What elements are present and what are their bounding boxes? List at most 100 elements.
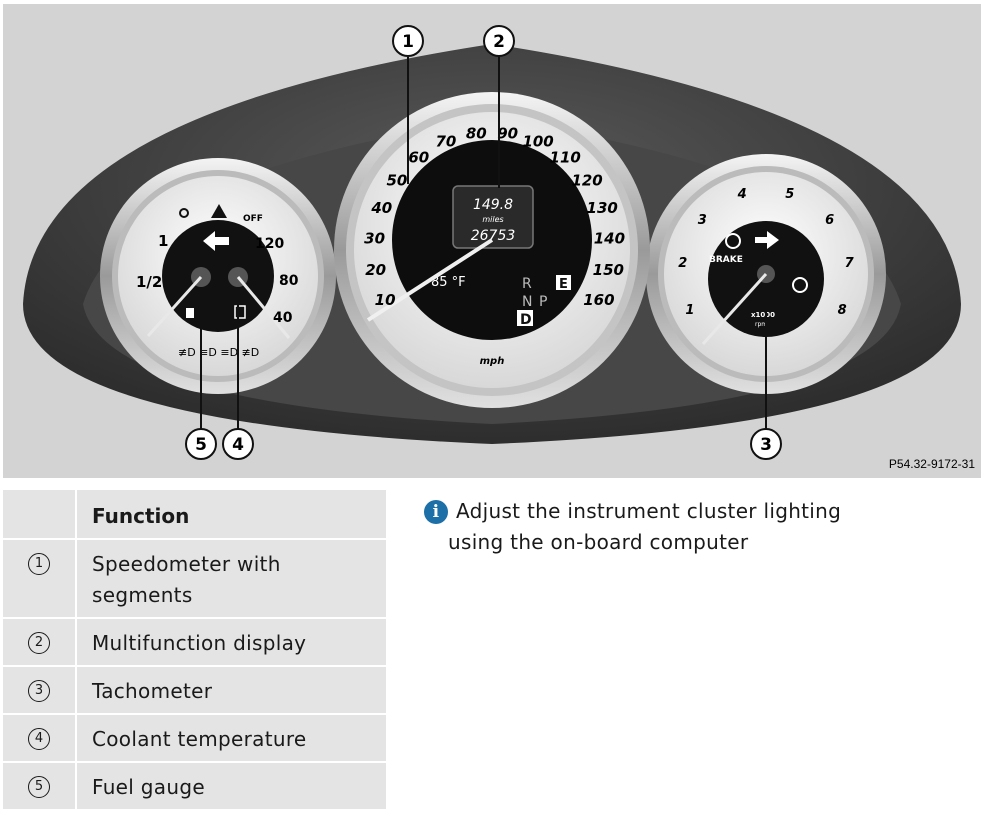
trip-value: 149.8 bbox=[473, 197, 513, 213]
esp-off-label: OFF bbox=[243, 214, 263, 224]
row-text: Tachometer bbox=[92, 679, 213, 703]
fuel-needle bbox=[146, 275, 203, 338]
speed-label-90: 90 bbox=[497, 124, 518, 142]
temp-mark-40: 40 bbox=[273, 310, 293, 326]
row-text: Coolant temperature bbox=[92, 727, 307, 751]
eco-indicator: E bbox=[559, 277, 568, 292]
callout-markers: 1 2 5 4 3 bbox=[185, 25, 782, 460]
fuel-pump-icon bbox=[186, 308, 194, 318]
speed-label-60: 60 bbox=[408, 149, 429, 167]
rpm-label-1: 1 bbox=[685, 303, 694, 318]
row-number: 4 bbox=[28, 728, 50, 750]
rpm-label-6: 6 bbox=[825, 213, 834, 228]
instrument-cluster-illustration: 1 1/2 120 80 40 OFF ≢D ≡D ≡D ≢D BRAKE bbox=[3, 4, 981, 478]
temp-mark-80: 80 bbox=[279, 273, 299, 289]
table-row: 5 Fuel gauge bbox=[3, 762, 386, 811]
fuel-mark-full: 1 bbox=[158, 232, 168, 250]
abs-icon bbox=[792, 277, 808, 293]
callout-label: 3 bbox=[760, 435, 772, 455]
figure-code: P54.32-9172-31 bbox=[889, 457, 975, 471]
callout-circle bbox=[750, 428, 782, 460]
callout-circle bbox=[185, 428, 217, 460]
callout-circle bbox=[483, 25, 515, 57]
row-number: 3 bbox=[28, 680, 50, 702]
coolant-icon bbox=[234, 305, 246, 319]
function-table-header: Function bbox=[3, 490, 386, 540]
gear-p: P bbox=[539, 294, 547, 310]
note-line-2: using the on-board computer bbox=[448, 530, 749, 554]
rpm-label-7: 7 bbox=[845, 256, 855, 271]
speed-label-130: 130 bbox=[587, 199, 618, 217]
rpm-label-2: 2 bbox=[678, 256, 687, 271]
speed-unit: mph bbox=[480, 356, 505, 367]
fuel-mark-half: 1/2 bbox=[136, 273, 162, 291]
speed-label-10: 10 bbox=[375, 291, 396, 309]
brake-warning-label: BRAKE bbox=[709, 255, 743, 265]
speed-label-50: 50 bbox=[386, 171, 407, 189]
info-icon: i bbox=[424, 500, 448, 524]
speedometer-needle bbox=[366, 238, 494, 322]
tachometer-needle bbox=[701, 272, 768, 346]
left-gauge: 1 1/2 120 80 40 OFF ≢D ≡D ≡D ≢D bbox=[100, 158, 336, 394]
speed-label-40: 40 bbox=[370, 199, 392, 217]
speed-label-80: 80 bbox=[466, 124, 487, 142]
rpm-label-8: 8 bbox=[838, 303, 847, 318]
rpm-label-3: 3 bbox=[698, 213, 707, 228]
rpm-unit: rpm bbox=[755, 321, 767, 328]
function-table: Function 1 Speedometer with segments 2 Mu… bbox=[3, 490, 386, 811]
header-number-cell bbox=[3, 490, 77, 540]
note-line-1: Adjust the instrument cluster lighting bbox=[456, 499, 842, 523]
temp-needle bbox=[236, 276, 291, 339]
speed-label-30: 30 bbox=[364, 230, 385, 248]
cluster-svg: 1 1/2 120 80 40 OFF ≢D ≡D ≡D ≢D BRAKE bbox=[3, 4, 981, 478]
callout-label: 4 bbox=[232, 435, 244, 455]
table-row: 4 Coolant temperature bbox=[3, 714, 386, 763]
callout-circle bbox=[392, 25, 424, 57]
callout-label: 1 bbox=[402, 32, 414, 52]
table-row: 2 Multifunction display bbox=[3, 618, 386, 667]
left-gauge-center bbox=[162, 220, 274, 332]
speed-label-150: 150 bbox=[593, 261, 624, 279]
speed-label-110: 110 bbox=[550, 149, 581, 167]
speed-label-70: 70 bbox=[435, 133, 456, 151]
callout-label: 2 bbox=[493, 32, 505, 52]
bottom-lights-icons: ≢D ≡D ≡D ≢D bbox=[178, 346, 259, 359]
turn-right-arrow-icon bbox=[755, 231, 779, 249]
table-row: 3 Tachometer bbox=[3, 666, 386, 715]
row-text-line2: segments bbox=[92, 583, 193, 607]
row-number: 1 bbox=[28, 553, 50, 575]
speed-label-20: 20 bbox=[365, 261, 386, 279]
callout-lines bbox=[200, 57, 767, 429]
row-number: 2 bbox=[28, 632, 50, 654]
speed-label-100: 100 bbox=[522, 133, 553, 151]
temp-mark-120: 120 bbox=[255, 236, 284, 252]
rpm-label-5: 5 bbox=[785, 187, 794, 202]
hazard-warning-icon bbox=[211, 204, 227, 218]
callout-label: 5 bbox=[195, 435, 207, 455]
row-text: Speedometer with bbox=[92, 552, 281, 576]
row-number: 5 bbox=[28, 776, 50, 798]
gear-d: D bbox=[520, 312, 532, 328]
callout-circle bbox=[222, 428, 254, 460]
rpm-multiplier: x1000 bbox=[751, 311, 775, 319]
right-gauge: BRAKE x1000 rpm 1 2 3 4 5 6 7 8 bbox=[646, 154, 886, 394]
speed-label-160: 160 bbox=[583, 291, 614, 309]
header-function: Function bbox=[76, 490, 386, 540]
outside-temperature: 85 °F bbox=[431, 275, 466, 290]
speed-label-120: 120 bbox=[571, 171, 602, 189]
multifunction-display bbox=[452, 185, 534, 249]
gear-r: R bbox=[522, 276, 532, 292]
parking-brake-icon bbox=[725, 233, 741, 249]
row-text: Multifunction display bbox=[92, 631, 307, 655]
tachometer-scale: 1 2 3 4 5 6 7 8 bbox=[678, 187, 854, 318]
turn-left-arrow-icon bbox=[203, 231, 229, 251]
esp-icon bbox=[179, 208, 189, 218]
row-text: Fuel gauge bbox=[92, 775, 205, 799]
rpm-label-4: 4 bbox=[737, 187, 747, 202]
trip-unit: miles bbox=[482, 215, 503, 224]
speed-label-140: 140 bbox=[594, 230, 625, 248]
odometer-value: 26753 bbox=[471, 228, 516, 244]
speedometer: 149.8 miles 26753 85 °F R N P D E mph 10… bbox=[334, 92, 650, 408]
